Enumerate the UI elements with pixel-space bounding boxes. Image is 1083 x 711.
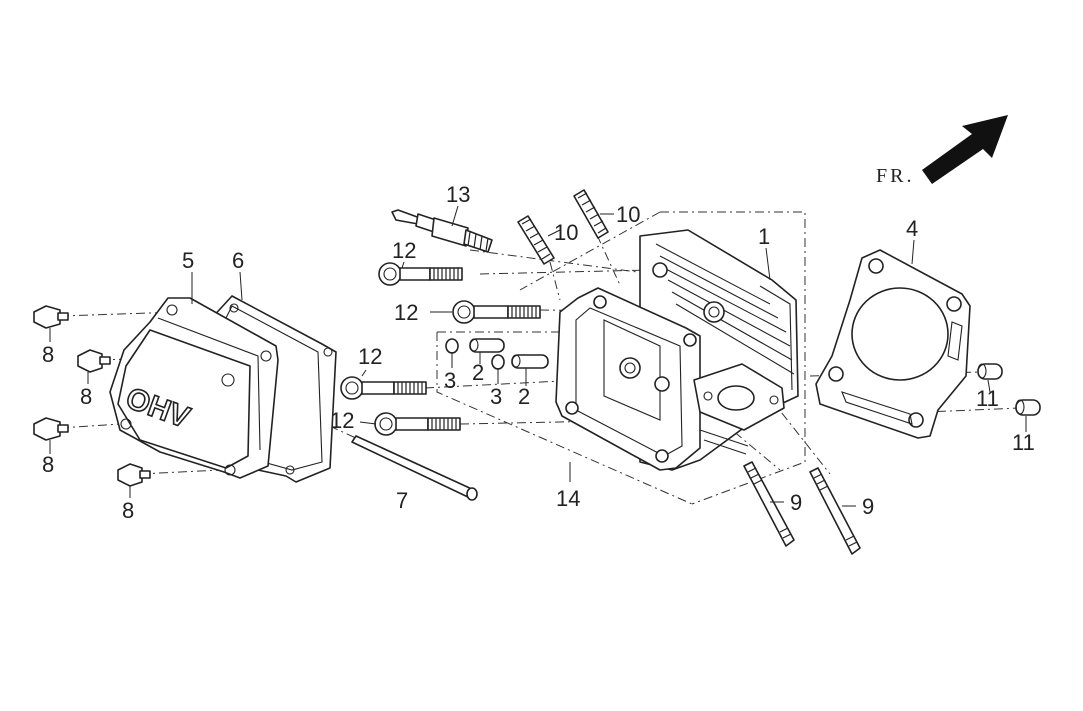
callout-8: 8 [42, 452, 54, 477]
flange-bolt [340, 376, 427, 400]
callout-2: 2 [472, 360, 484, 385]
callout-2: 2 [518, 384, 530, 409]
cover-bolt [33, 417, 69, 441]
callout-3: 3 [444, 368, 456, 393]
head-dowel [1015, 399, 1041, 416]
short-stud [517, 215, 555, 265]
o-ring [491, 354, 505, 370]
flange-bolt [378, 262, 463, 286]
long-stud [743, 461, 795, 547]
callout-10: 10 [616, 202, 640, 227]
front-direction-label: FR. [876, 165, 914, 187]
callout-12: 12 [394, 300, 418, 325]
cover-bolt [77, 349, 111, 373]
callout-9: 9 [862, 494, 874, 519]
front-direction-arrow-icon [922, 115, 1008, 184]
callout-8: 8 [80, 384, 92, 409]
head-cover: OHV [109, 297, 279, 479]
head-gasket [815, 249, 971, 439]
spark-plug [391, 209, 493, 253]
cover-bolt [33, 305, 69, 329]
o-ring [445, 338, 459, 354]
callout-11: 11 [1012, 430, 1035, 455]
callout-labels: 13 1 4 5 6 10 10 12 12 12 12 3 2 3 2 8 8… [42, 182, 1035, 523]
callout-10: 10 [554, 220, 578, 245]
callout-12: 12 [330, 408, 354, 433]
flange-bolt [374, 412, 461, 436]
cover-bolt [117, 463, 151, 487]
flange-bolt [452, 300, 541, 324]
cylinder-head [555, 229, 799, 471]
breather-tube [351, 435, 478, 501]
long-stud [809, 467, 861, 555]
callout-5: 5 [182, 248, 194, 273]
short-stud [573, 189, 609, 239]
callout-12: 12 [358, 344, 382, 369]
callout-9: 9 [790, 490, 802, 515]
callout-3: 3 [490, 384, 502, 409]
callout-13: 13 [446, 182, 470, 207]
callout-1: 1 [758, 224, 770, 249]
dowel-pin [469, 338, 505, 353]
callout-8: 8 [42, 342, 54, 367]
callout-6: 6 [232, 248, 244, 273]
callout-7: 7 [396, 488, 408, 513]
callout-14: 14 [556, 486, 580, 511]
callout-4: 4 [906, 216, 918, 241]
front-direction-indicator: FR. [876, 115, 1008, 187]
leader-lines [49, 205, 1027, 507]
callout-8: 8 [122, 498, 134, 523]
head-dowel [977, 363, 1003, 380]
callout-11: 11 [976, 386, 999, 411]
callout-12: 12 [392, 238, 416, 263]
dowel-pin [511, 354, 549, 369]
